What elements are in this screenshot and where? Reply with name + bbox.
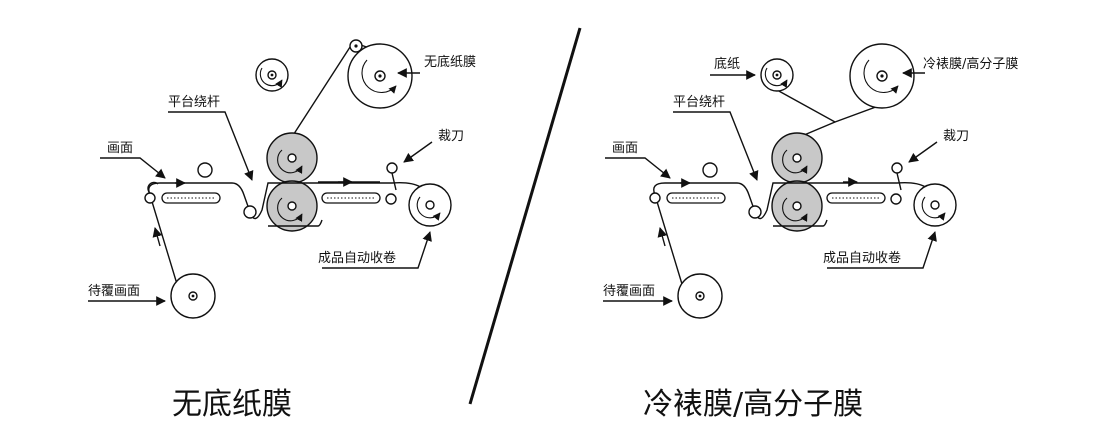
upper-laminating-roller-right: [771, 132, 823, 184]
caption-left: 无底纸膜: [172, 387, 292, 422]
picture-path: [148, 181, 431, 295]
film-roll: [347, 43, 413, 109]
label-film-roll-right: 冷裱膜/高分子膜: [923, 56, 1018, 72]
heater-bar-left-right: [666, 192, 726, 204]
leader-cutter: [403, 141, 433, 163]
guide-roller-right: [385, 193, 397, 205]
guide-roller-left: [144, 192, 156, 204]
pending-picture-roll-right: [677, 273, 723, 319]
backing-paper-roll: [760, 58, 794, 92]
heater-bar-right: [321, 192, 381, 204]
left-diagram: 无底纸膜 平台绕杆 画面 裁刀 成品自动收卷 待覆画面 无底纸膜: [88, 39, 476, 422]
heater-bar-right-right: [826, 192, 886, 204]
small-top-roll: [255, 58, 289, 92]
label-cutter: 裁刀: [438, 128, 464, 144]
label-film-roll: 无底纸膜: [424, 54, 476, 70]
label-pending-picture-right: 待覆画面: [603, 284, 655, 299]
auto-rewind-roll-right: [913, 183, 957, 227]
label-flat-bar-right: 平台绕杆: [673, 95, 725, 110]
label-pending-picture: 待覆画面: [88, 284, 140, 299]
pending-picture-roll: [170, 273, 216, 319]
guide-roller-upper: [197, 162, 213, 178]
cutter-icon: [386, 162, 398, 191]
lower-laminating-roller-right: [771, 180, 823, 232]
label-picture: 画面: [107, 141, 133, 156]
upper-laminating-roller: [266, 132, 318, 184]
leader-picture: [100, 157, 166, 179]
label-auto-rewind: 成品自动收卷: [318, 250, 396, 266]
cutter-icon-right: [891, 162, 903, 191]
divider-slash: [468, 27, 582, 405]
heater-bar-left: [161, 192, 221, 204]
label-picture-right: 画面: [612, 141, 638, 156]
leader-flat-bar: [168, 111, 254, 181]
lower-laminating-roller: [266, 180, 318, 232]
right-diagram: 底纸 冷裱膜/高分子膜 平台绕杆 画面 裁刀 成品自动收卷 待覆画面 冷裱膜/高…: [603, 43, 1018, 422]
label-cutter-right: 裁刀: [943, 128, 969, 144]
film-roll-right: [849, 43, 915, 109]
film-web-line: [289, 43, 353, 141]
guide-roller-mid: [243, 205, 257, 219]
auto-rewind-roll: [408, 183, 452, 227]
leader-auto-rewind: [322, 231, 432, 269]
label-flat-bar: 平台绕杆: [168, 95, 220, 110]
label-backing-paper: 底纸: [714, 56, 740, 72]
caption-right: 冷裱膜/高分子膜: [643, 387, 863, 422]
label-auto-rewind-right: 成品自动收卷: [823, 250, 901, 266]
